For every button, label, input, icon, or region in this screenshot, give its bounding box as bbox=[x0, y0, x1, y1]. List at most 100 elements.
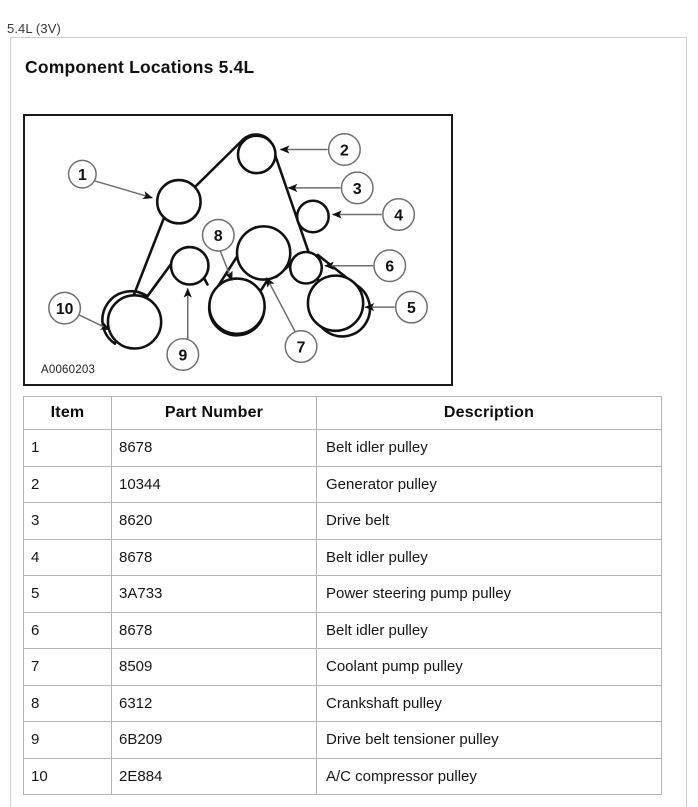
pulley-crankshaft-8 bbox=[208, 277, 266, 336]
cell-description: Coolant pump pulley bbox=[316, 648, 662, 686]
description-value: Belt idler pulley bbox=[326, 439, 428, 457]
page-title: Component Locations 5.4L bbox=[25, 57, 255, 77]
cell-description: Belt idler pulley bbox=[316, 429, 662, 467]
description-value: Generator pulley bbox=[326, 475, 437, 493]
pulley-group bbox=[106, 134, 365, 350]
part-number-value: 6B209 bbox=[119, 731, 163, 749]
part-number-value: 8678 bbox=[119, 621, 153, 639]
table-row: 9 6B209 Drive belt tensioner pulley bbox=[23, 721, 662, 759]
callout-2: 2 bbox=[327, 132, 361, 167]
table-header: Item Part Number Description bbox=[23, 396, 662, 430]
pulley-belt-idler-1 bbox=[155, 178, 202, 225]
pulley-power-steering-5 bbox=[306, 274, 365, 333]
table-row: 5 3A733 Power steering pump pulley bbox=[23, 575, 662, 613]
cell-item: 6 bbox=[23, 611, 112, 649]
item-value: 4 bbox=[31, 548, 40, 566]
cell-item: 1 bbox=[23, 429, 112, 467]
item-value: 9 bbox=[31, 731, 40, 749]
cell-part-number: 3A733 bbox=[111, 575, 317, 613]
part-number-value: 2E884 bbox=[119, 767, 163, 785]
cell-part-number: 2E884 bbox=[111, 757, 317, 795]
item-value: 1 bbox=[31, 439, 40, 457]
table-row: 8 6312 Crankshaft pulley bbox=[23, 684, 662, 722]
description-value: Power steering pump pulley bbox=[326, 585, 512, 603]
callout-9: 9 bbox=[166, 337, 200, 371]
cell-item: 8 bbox=[23, 684, 112, 722]
description-value: Belt idler pulley bbox=[326, 621, 428, 639]
item-value: 3 bbox=[31, 512, 40, 530]
cell-part-number: 8509 bbox=[111, 648, 317, 686]
description-value: Crankshaft pulley bbox=[326, 694, 442, 712]
engine-label: 5.4L (3V) bbox=[7, 21, 61, 36]
cell-item: 3 bbox=[23, 502, 112, 540]
callout-label-1: 1 bbox=[78, 167, 87, 184]
leader-8 bbox=[219, 250, 233, 282]
item-value: 7 bbox=[31, 658, 40, 676]
table-row: 3 8620 Drive belt bbox=[23, 502, 662, 540]
figure-code: A0060203 bbox=[41, 364, 96, 376]
item-value: 5 bbox=[31, 585, 40, 603]
cell-description: Power steering pump pulley bbox=[316, 575, 662, 613]
callout-label-9: 9 bbox=[178, 347, 187, 364]
cell-part-number: 8678 bbox=[111, 429, 317, 467]
callout-label-6: 6 bbox=[385, 259, 394, 276]
cell-description: Crankshaft pulley bbox=[316, 684, 662, 722]
pulley-belt-idler-4 bbox=[295, 199, 330, 234]
callout-label-10: 10 bbox=[56, 301, 74, 318]
pulley-generator-2 bbox=[236, 134, 277, 175]
table-header-row: Item Part Number Description bbox=[23, 396, 662, 430]
description-value: Drive belt bbox=[326, 512, 390, 530]
cell-item: 5 bbox=[23, 575, 112, 613]
item-value: 2 bbox=[31, 475, 40, 493]
content-panel: Component Locations 5.4L bbox=[10, 37, 687, 807]
description-value: Belt idler pulley bbox=[326, 548, 428, 566]
table-body: 1 8678 Belt idler pulley 2 10344 Generat… bbox=[23, 429, 662, 795]
cell-description: Drive belt bbox=[316, 502, 662, 540]
table-row: 1 8678 Belt idler pulley bbox=[23, 429, 662, 467]
column-header-item: Item bbox=[23, 396, 112, 430]
part-number-value: 8509 bbox=[119, 658, 153, 676]
cell-part-number: 8620 bbox=[111, 502, 317, 540]
callout-label-2: 2 bbox=[340, 142, 349, 159]
callout-label-5: 5 bbox=[407, 300, 416, 317]
callout-label-4: 4 bbox=[394, 207, 403, 224]
cell-part-number: 8678 bbox=[111, 611, 317, 649]
belt-routing-figure: 1 2 3 4 5 bbox=[23, 114, 453, 386]
belt-routing-drawing: 1 2 3 4 5 bbox=[48, 132, 428, 371]
callout-group: 1 2 3 4 5 bbox=[48, 132, 428, 371]
item-value: 10 bbox=[31, 767, 48, 785]
callout-label-7: 7 bbox=[297, 339, 306, 356]
callout-4: 4 bbox=[382, 198, 416, 232]
leader-lines bbox=[79, 145, 395, 340]
pulley-ac-compressor-10 bbox=[106, 294, 163, 350]
callout-label-8: 8 bbox=[214, 228, 223, 245]
cell-item: 2 bbox=[23, 465, 112, 503]
cell-description: Belt idler pulley bbox=[316, 611, 662, 649]
cell-part-number: 10344 bbox=[111, 465, 317, 503]
cell-description: Drive belt tensioner pulley bbox=[316, 721, 662, 759]
pulley-coolant-pump-7 bbox=[235, 225, 292, 281]
cell-part-number: 6B209 bbox=[111, 721, 317, 759]
pulley-belt-idler-6 bbox=[288, 250, 324, 285]
part-number-value: 8620 bbox=[119, 512, 153, 530]
callout-7: 7 bbox=[284, 330, 318, 364]
component-table: Item Part Number Description 1 8678 Belt… bbox=[23, 396, 662, 795]
column-header-part-number: Part Number bbox=[111, 396, 317, 430]
part-number-value: 10344 bbox=[119, 475, 161, 493]
leader-1 bbox=[94, 180, 153, 200]
column-header-description: Description bbox=[316, 396, 662, 430]
cell-item: 9 bbox=[23, 721, 112, 759]
description-value: A/C compressor pulley bbox=[326, 767, 477, 785]
callout-1: 1 bbox=[67, 159, 97, 189]
cell-description: Generator pulley bbox=[316, 465, 662, 503]
callout-6: 6 bbox=[373, 249, 407, 283]
cell-description: Belt idler pulley bbox=[316, 538, 662, 576]
callout-label-3: 3 bbox=[353, 181, 362, 198]
callout-5: 5 bbox=[394, 290, 428, 324]
table-row: 7 8509 Coolant pump pulley bbox=[23, 648, 662, 686]
part-number-value: 6312 bbox=[119, 694, 153, 712]
cell-item: 7 bbox=[23, 648, 112, 686]
part-number-value: 8678 bbox=[119, 439, 153, 457]
description-value: Coolant pump pulley bbox=[326, 658, 463, 676]
